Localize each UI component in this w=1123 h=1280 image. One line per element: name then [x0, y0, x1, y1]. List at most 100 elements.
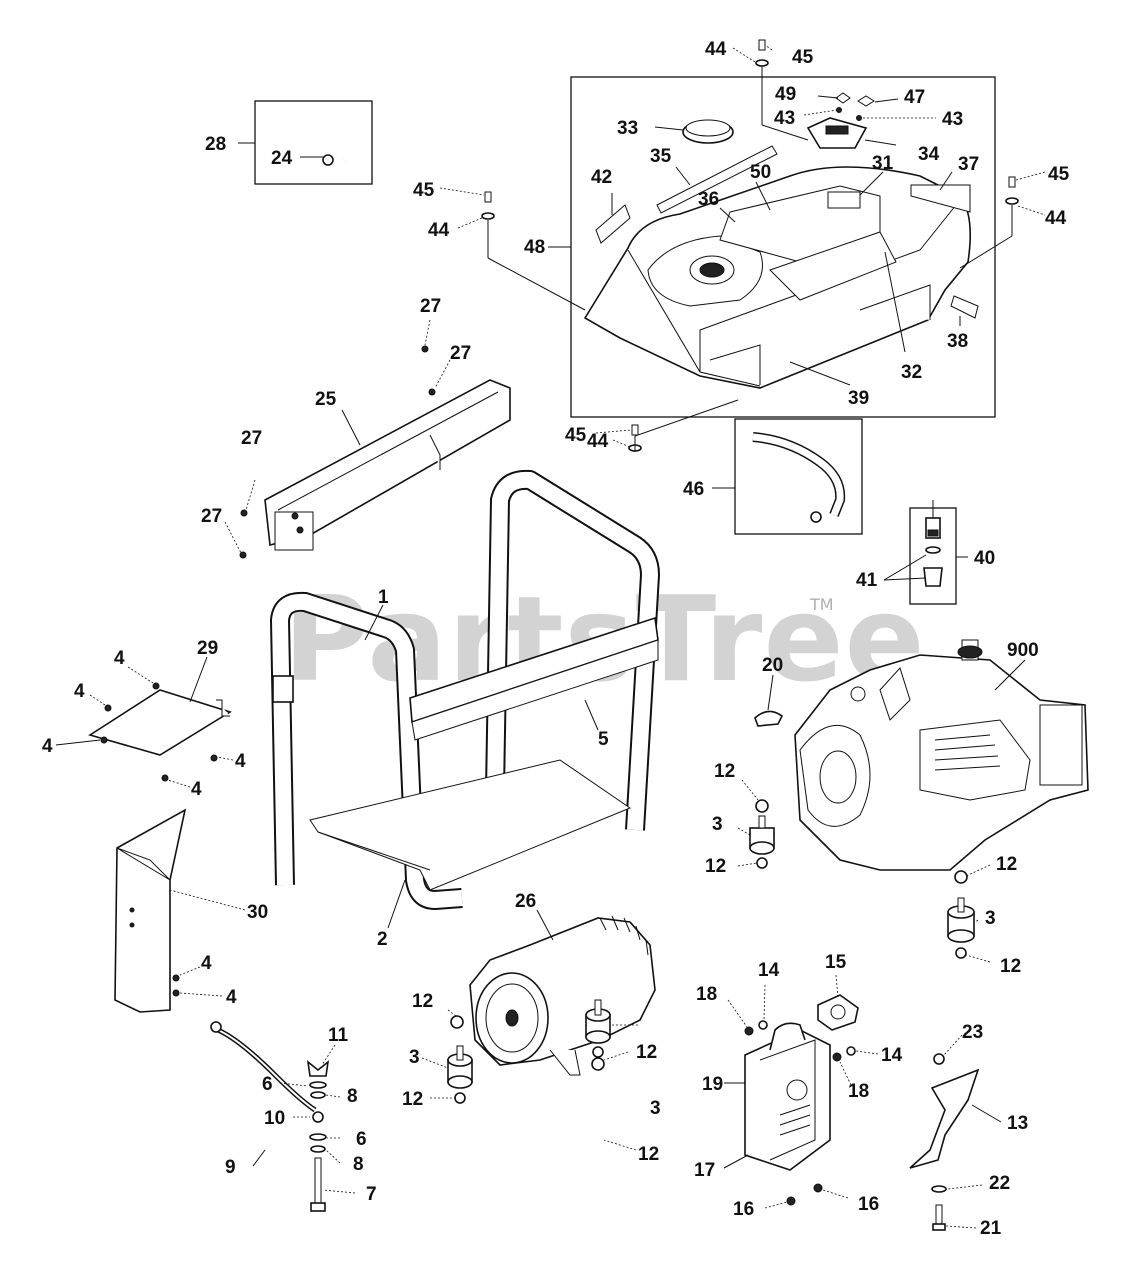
screw-4g[interactable]	[172, 989, 180, 997]
decal-35[interactable]	[656, 145, 778, 214]
callout-12: 12	[705, 856, 726, 877]
gasket-47[interactable]	[857, 95, 875, 107]
callout-3: 3	[409, 1047, 420, 1068]
screw-4d[interactable]	[210, 754, 218, 762]
mount-3d[interactable]	[585, 999, 611, 1044]
fuel-hose-46[interactable]	[752, 432, 846, 523]
washer-8a[interactable]	[310, 1091, 326, 1099]
bolt-45-right[interactable]	[1005, 176, 1019, 205]
washer-8b[interactable]	[310, 1145, 326, 1153]
callout-47: 47	[904, 87, 925, 108]
callout-19: 19	[702, 1074, 723, 1095]
fuel-hose-box-28	[254, 100, 373, 185]
screw-4a[interactable]	[152, 682, 160, 690]
screw-4f[interactable]	[172, 974, 180, 982]
callout-44: 44	[587, 431, 609, 452]
callout-12: 12	[402, 1089, 423, 1110]
nut-18a[interactable]	[744, 1026, 754, 1036]
callout-16: 16	[733, 1199, 754, 1220]
gasket-49[interactable]	[835, 92, 851, 104]
callout-20: 20	[762, 655, 783, 676]
bolt-21[interactable]	[932, 1204, 946, 1231]
decal-38[interactable]	[950, 295, 979, 319]
bracket-30[interactable]	[114, 808, 187, 1013]
wing-nut-11[interactable]	[306, 1060, 330, 1077]
callout-45: 45	[565, 425, 587, 446]
frame-bracket[interactable]	[272, 675, 294, 703]
mount-3a[interactable]	[749, 815, 775, 855]
ground-wire-9[interactable]	[210, 1021, 317, 1113]
frame-crossbar-5[interactable]	[409, 616, 659, 741]
mount-3c[interactable]	[447, 1045, 473, 1089]
tank-support-25[interactable]	[264, 379, 511, 551]
washer-6a[interactable]	[309, 1081, 327, 1089]
nut-12f[interactable]	[454, 1092, 466, 1104]
callout-41: 41	[856, 570, 878, 591]
callout-17: 17	[694, 1160, 715, 1181]
fuel-cap[interactable]	[682, 119, 734, 144]
screw-4e[interactable]	[161, 774, 169, 782]
callout-3: 3	[985, 908, 996, 929]
fuel-gauge[interactable]	[806, 117, 868, 149]
gasket-15[interactable]	[817, 994, 859, 1031]
bracket-13[interactable]	[909, 1068, 980, 1169]
decal-42[interactable]	[595, 204, 631, 244]
washer-14a[interactable]	[758, 1020, 768, 1030]
alternator-26[interactable]	[469, 915, 656, 1076]
screw-27a[interactable]	[421, 345, 429, 353]
screw-4c[interactable]	[100, 736, 108, 744]
callout-26: 26	[515, 891, 536, 912]
callout-42: 42	[591, 167, 612, 188]
callout-27: 27	[241, 428, 262, 449]
washer-14b[interactable]	[846, 1046, 856, 1056]
nut-12c[interactable]	[954, 870, 968, 884]
fuel-hose-28[interactable]	[276, 115, 352, 166]
nut-12d[interactable]	[955, 947, 967, 959]
bolt-45-top[interactable]	[755, 39, 769, 67]
callout-14: 14	[758, 960, 780, 981]
callout-21: 21	[980, 1218, 1002, 1239]
screw-16b[interactable]	[813, 1183, 823, 1193]
callout-4: 4	[201, 953, 212, 974]
callout-27: 27	[201, 506, 222, 527]
screw-27b[interactable]	[428, 388, 436, 396]
nut-12b[interactable]	[756, 857, 768, 869]
muffler-17[interactable]	[744, 1029, 831, 1171]
nut-12g[interactable]	[591, 1057, 605, 1071]
tube-frame[interactable]	[270, 469, 660, 910]
callout-14: 14	[881, 1045, 903, 1066]
nut-18b[interactable]	[832, 1052, 842, 1062]
nut-12e[interactable]	[450, 1015, 464, 1029]
callout-28: 28	[205, 134, 226, 155]
callout-36: 36	[698, 189, 719, 210]
callout-7: 7	[366, 1184, 377, 1205]
screw-43a[interactable]	[836, 107, 842, 113]
nut-10[interactable]	[312, 1111, 324, 1123]
callout-4: 4	[74, 681, 85, 702]
callout-3: 3	[650, 1098, 661, 1119]
bolt-45-left[interactable]	[481, 191, 495, 220]
decal-37[interactable]	[910, 184, 971, 213]
screw-43b[interactable]	[856, 115, 862, 121]
frame-base-2[interactable]	[309, 759, 632, 891]
screw-27c[interactable]	[240, 509, 248, 517]
screw-27d[interactable]	[239, 551, 247, 559]
nut-23[interactable]	[933, 1053, 945, 1065]
washer-22[interactable]	[931, 1185, 947, 1193]
screw-16a[interactable]	[786, 1196, 796, 1206]
bolt-7[interactable]	[310, 1157, 326, 1212]
screw-4b[interactable]	[104, 704, 112, 712]
nut-12a[interactable]	[755, 799, 769, 813]
washer-6b[interactable]	[309, 1133, 327, 1141]
mount-3b[interactable]	[947, 897, 975, 943]
key-20[interactable]	[754, 710, 784, 727]
fuel-tank[interactable]	[583, 166, 972, 389]
plate-29[interactable]	[88, 689, 232, 756]
nut-12h[interactable]	[592, 1046, 604, 1058]
fuel-valve[interactable]	[923, 500, 943, 587]
callout-15: 15	[825, 952, 847, 973]
exhaust-pipe-19[interactable]	[769, 1022, 806, 1051]
callout-13: 13	[1007, 1113, 1028, 1134]
engine-900[interactable]	[794, 639, 1089, 871]
